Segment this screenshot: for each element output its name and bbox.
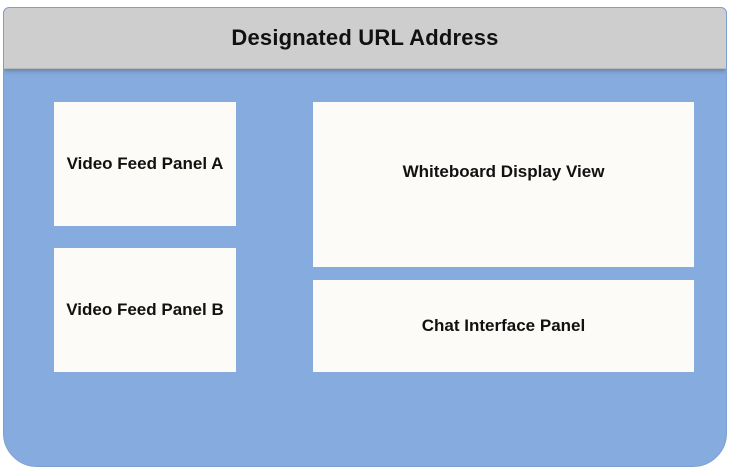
video-feed-panel-a[interactable]: Video Feed Panel A [54,102,236,226]
url-address-bar[interactable]: Designated URL Address [4,8,726,69]
chat-interface-panel-label: Chat Interface Panel [421,316,586,335]
whiteboard-display-view-label: Whiteboard Display View [402,162,605,181]
browser-window-frame: Designated URL Address Video Feed Panel … [3,7,727,467]
video-feed-panel-a-label: Video Feed Panel A [66,154,224,173]
whiteboard-display-view[interactable]: Whiteboard Display View [313,102,694,267]
video-feed-panel-b[interactable]: Video Feed Panel B [54,248,236,372]
video-feed-panel-b-label: Video Feed Panel B [66,300,224,319]
chat-interface-panel[interactable]: Chat Interface Panel [313,280,694,372]
url-address-label: Designated URL Address [231,25,499,50]
